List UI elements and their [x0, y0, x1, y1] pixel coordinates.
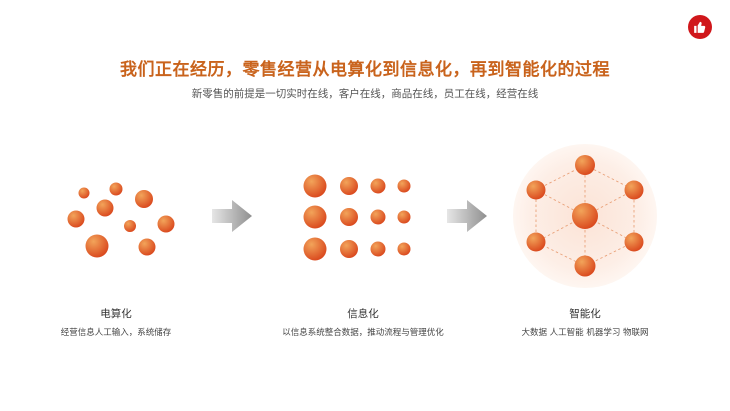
stage3-node: [624, 232, 644, 252]
stage2-dot: [303, 237, 327, 261]
stage1-dot: [124, 220, 136, 232]
stage1-dot: [109, 182, 123, 196]
stage1-scatter: [67, 182, 175, 258]
page-title: 我们正在经历，零售经营从电算化到信息化，再到智能化的过程: [120, 60, 610, 80]
stage2-dot: [370, 209, 386, 225]
stage1-dot: [67, 210, 85, 228]
stage3-node: [526, 232, 546, 252]
stage-label-digitization: 电算化: [100, 308, 132, 320]
stage3-node: [624, 180, 644, 200]
stage1-dot: [157, 215, 175, 233]
stage1-dot: [85, 234, 109, 258]
stage-desc-informatization: 以信息系统整合数据，推动流程与管理优化: [282, 328, 444, 338]
stage2-dot: [397, 210, 411, 224]
stage2-grid: [303, 174, 411, 261]
stage3-node: [575, 155, 595, 175]
arrow-right-icon: [447, 200, 487, 232]
page-subtitle: 新零售的前提是一切实时在线，客户在线，商品在线，员工在线，经营在线: [191, 88, 539, 100]
brand-logo: [688, 15, 712, 39]
stage3-node: [526, 180, 546, 200]
stage2-dot: [303, 174, 327, 198]
thumbs-up-icon: [694, 21, 706, 33]
stage1-dot: [135, 190, 153, 208]
stage-label-informatization: 信息化: [347, 308, 379, 320]
stage2-dot: [370, 178, 386, 194]
stage2-dot: [340, 240, 358, 258]
stage1-dot: [96, 199, 114, 217]
stage2-dot: [340, 208, 358, 226]
stage-desc-intelligence: 大数据 人工智能 机器学习 物联网: [521, 328, 649, 338]
stage3-center-node: [572, 203, 598, 229]
stage2-dot: [370, 241, 386, 257]
arrow-right-icon: [212, 200, 252, 232]
stage3-network: [513, 144, 657, 288]
stage3-node: [574, 255, 596, 277]
stage2-dot: [340, 177, 358, 195]
stage1-dot: [138, 238, 156, 256]
stage2-dot: [397, 179, 411, 193]
stage1-dot: [78, 187, 90, 199]
stage-desc-digitization: 经营信息人工输入，系统储存: [60, 328, 172, 338]
stage2-dot: [303, 205, 327, 229]
stage-label-intelligence: 智能化: [569, 308, 601, 320]
stage2-dot: [397, 242, 411, 256]
